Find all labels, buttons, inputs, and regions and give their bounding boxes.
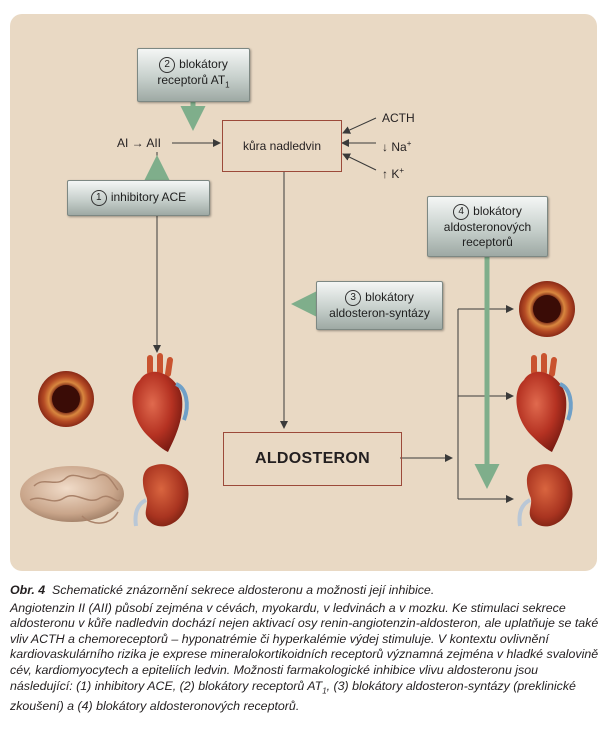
- caption-label: Obr. 4: [10, 583, 46, 597]
- drug-line: blokátory: [365, 290, 414, 305]
- acth-label: ACTH: [382, 111, 415, 125]
- k-text: ↑ K: [382, 167, 400, 181]
- drug-line: inhibitory ACE: [110, 190, 187, 205]
- drug-line: aldosteron-syntázy: [329, 306, 430, 320]
- aldosterone-box: ALDOSTERON: [223, 432, 402, 486]
- arrow-acth: [342, 117, 377, 134]
- kidney-icon: [133, 464, 189, 527]
- number-badge: 1: [90, 190, 107, 206]
- number-badge: 2: [159, 57, 176, 74]
- drug-line: receptorů AT: [157, 73, 226, 88]
- k-sup: +: [399, 166, 405, 175]
- caption-body-b: , (3) blokátory aldosteron-syntázy (prek…: [10, 678, 576, 713]
- vessel-icon: [38, 371, 94, 427]
- number-badge: 3: [345, 290, 362, 306]
- drug-line: aldosteronových: [443, 219, 532, 234]
- drug-sub: 1: [225, 80, 230, 90]
- diagram-arrows: [20, 100, 575, 527]
- na-text: ↓ Na: [382, 140, 407, 154]
- drug-line: blokátory: [179, 57, 228, 72]
- na-label: ↓ Na+: [382, 137, 411, 154]
- ai-aii-label: AI → AII: [117, 136, 162, 150]
- adrenal-cortex-label: kůra nadledvin: [242, 139, 322, 153]
- vessel-icon: [519, 281, 575, 337]
- caption-body-sub: 1: [322, 686, 327, 696]
- k-label: ↑ K+: [382, 164, 404, 181]
- caption-title-text: Schematické znázornění sekrece aldostero…: [52, 583, 435, 597]
- kidney-icon: [517, 464, 573, 527]
- arrow-k: [342, 153, 377, 171]
- caption-body-a: Angiotenzin II (AII) působí zejména v cé…: [10, 600, 599, 693]
- na-sup: +: [406, 139, 412, 148]
- aldosterone-label: ALDOSTERON: [255, 450, 370, 467]
- number-badge: 4: [453, 203, 470, 220]
- figure-caption: Obr. 4 Schematické znázornění sekrece al…: [10, 583, 600, 714]
- heart-icon: [516, 353, 573, 452]
- caption-body: Angiotenzin II (AII) působí zejména v cé…: [10, 601, 600, 715]
- heart-icon: [132, 353, 189, 452]
- drug-line: receptorů: [462, 234, 513, 249]
- drug-line: blokátory: [473, 203, 522, 218]
- adrenal-cortex-box: kůra nadledvin: [222, 120, 342, 172]
- brain-icon: [20, 466, 124, 524]
- caption-title: Obr. 4 Schematické znázornění sekrece al…: [10, 583, 600, 599]
